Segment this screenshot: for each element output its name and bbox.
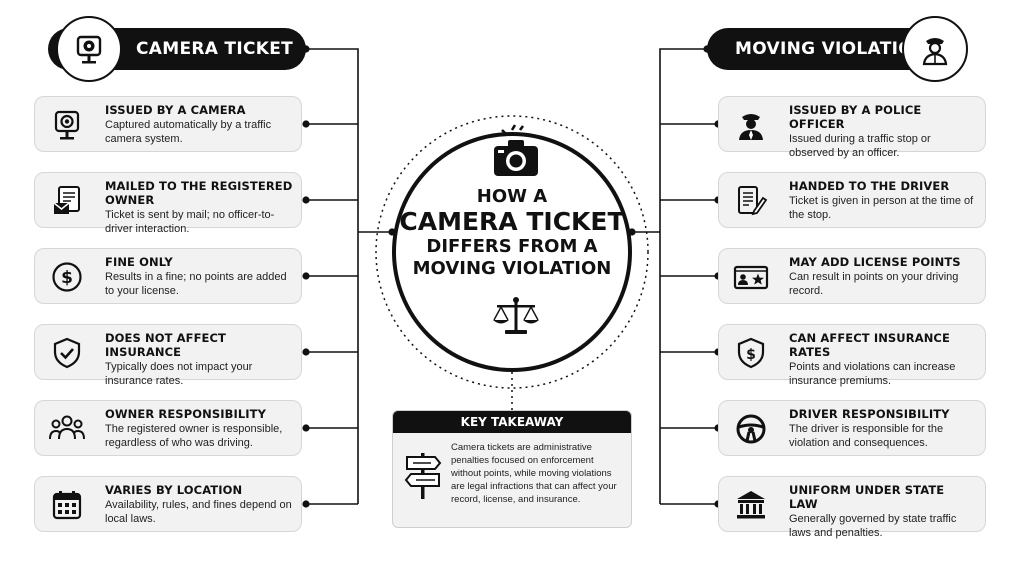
- card-issued-by-camera: ISSUED BY A CAMERA Captured automaticall…: [34, 96, 302, 152]
- card-license-points: MAY ADD LICENSE POINTS Can result in poi…: [718, 248, 986, 304]
- traffic-camera-icon: [47, 105, 87, 145]
- moving-violation-title: MOVING VIOLATION: [735, 39, 928, 59]
- camera-icon: [494, 124, 538, 176]
- card-title: DOES NOT AFFECT INSURANCE: [105, 331, 226, 359]
- card-description: Points and violations can increase insur…: [789, 361, 956, 387]
- police-officer-icon: [902, 16, 968, 82]
- calendar-icon: [47, 485, 87, 525]
- card-description: Availability, rules, and fines depend on…: [105, 499, 292, 525]
- card-owner-responsibility: OWNER RESPONSIBILITY The registered owne…: [34, 400, 302, 456]
- card-handed-to-driver: HANDED TO THE DRIVER Ticket is given in …: [718, 172, 986, 228]
- card-description: Captured automatically by a traffic came…: [105, 119, 272, 145]
- mail-document-icon: [47, 181, 87, 221]
- key-takeaway-title: KEY TAKEAWAY: [393, 411, 631, 433]
- card-description: Ticket is given in person at the time of…: [789, 195, 974, 221]
- center-title: HOW A CAMERA TICKET DIFFERS FROM A MOVIN…: [396, 186, 628, 280]
- card-title: MAY ADD LICENSE POINTS: [789, 255, 961, 269]
- card-title: ISSUED BY A POLICE OFFICER: [789, 103, 922, 131]
- license-card-icon: [731, 257, 771, 297]
- card-description: Can result in points on your driving rec…: [789, 271, 959, 297]
- camera-ticket-title: CAMERA TICKET: [136, 39, 294, 59]
- center-title-line-2: CAMERA TICKET: [399, 207, 625, 236]
- police-officer-icon: [731, 105, 771, 145]
- center-title-circle: HOW A CAMERA TICKET DIFFERS FROM A MOVIN…: [392, 124, 632, 372]
- traffic-camera-icon: [56, 16, 122, 82]
- card-description: The registered owner is responsible, reg…: [105, 423, 283, 449]
- center-title-line-4: MOVING VIOLATION: [412, 258, 612, 279]
- card-description: Typically does not impact your insurance…: [105, 361, 253, 387]
- dollar-coin-icon: $: [47, 257, 87, 297]
- group-people-icon: [47, 409, 87, 449]
- card-title: VARIES BY LOCATION: [105, 483, 243, 497]
- card-uniform-state-law: UNIFORM UNDER STATE LAW Generally govern…: [718, 476, 986, 539]
- card-description: Ticket is sent by mail; no officer-to-dr…: [105, 209, 275, 235]
- document-pen-icon: [731, 181, 771, 221]
- card-no-insurance-effect: DOES NOT AFFECT INSURANCE Typically does…: [34, 324, 302, 387]
- svg-text:$: $: [746, 347, 756, 363]
- card-title: FINE ONLY: [105, 255, 173, 269]
- card-issued-by-officer: ISSUED BY A POLICE OFFICER Issued during…: [718, 96, 986, 159]
- card-description: Generally governed by state traffic laws…: [789, 513, 957, 539]
- scales-of-justice-icon: [493, 297, 539, 334]
- card-description: The driver is responsible for the violat…: [789, 423, 944, 449]
- shield-dollar-icon: $: [731, 333, 771, 373]
- camera-ticket-header: CAMERA TICKET: [48, 16, 306, 82]
- svg-text:$: $: [61, 268, 73, 288]
- card-driver-responsibility: DRIVER RESPONSIBILITY The driver is resp…: [718, 400, 986, 456]
- card-title: CAN AFFECT INSURANCE RATES: [789, 331, 950, 359]
- card-fine-only: $ FINE ONLY Results in a fine; no points…: [34, 248, 302, 304]
- card-varies-by-location: VARIES BY LOCATION Availability, rules, …: [34, 476, 302, 532]
- center-title-line-3: DIFFERS FROM A: [426, 236, 598, 257]
- card-title: HANDED TO THE DRIVER: [789, 179, 950, 193]
- card-title: DRIVER RESPONSIBILITY: [789, 407, 950, 421]
- card-mailed-to-owner: MAILED TO THE REGISTERED OWNER Ticket is…: [34, 172, 302, 235]
- key-takeaway-box: KEY TAKEAWAY Camera tickets are administ…: [392, 410, 632, 528]
- card-title: UNIFORM UNDER STATE LAW: [789, 483, 945, 511]
- card-description: Results in a fine; no points are added t…: [105, 271, 287, 297]
- steering-wheel-icon: [731, 409, 771, 449]
- key-takeaway-text: Camera tickets are administrative penalt…: [451, 442, 617, 505]
- card-title: OWNER RESPONSIBILITY: [105, 407, 267, 421]
- courthouse-icon: [731, 485, 771, 525]
- center-title-line-1: HOW A: [476, 186, 548, 207]
- card-title: MAILED TO THE REGISTERED OWNER: [105, 179, 293, 207]
- card-description: Issued during a traffic stop or observed…: [789, 133, 931, 159]
- card-insurance-rates: $ CAN AFFECT INSURANCE RATES Points and …: [718, 324, 986, 387]
- card-title: ISSUED BY A CAMERA: [105, 103, 246, 117]
- signpost-icon: [404, 453, 442, 499]
- moving-violation-header: MOVING VIOLATION: [707, 16, 968, 82]
- shield-check-icon: [47, 333, 87, 373]
